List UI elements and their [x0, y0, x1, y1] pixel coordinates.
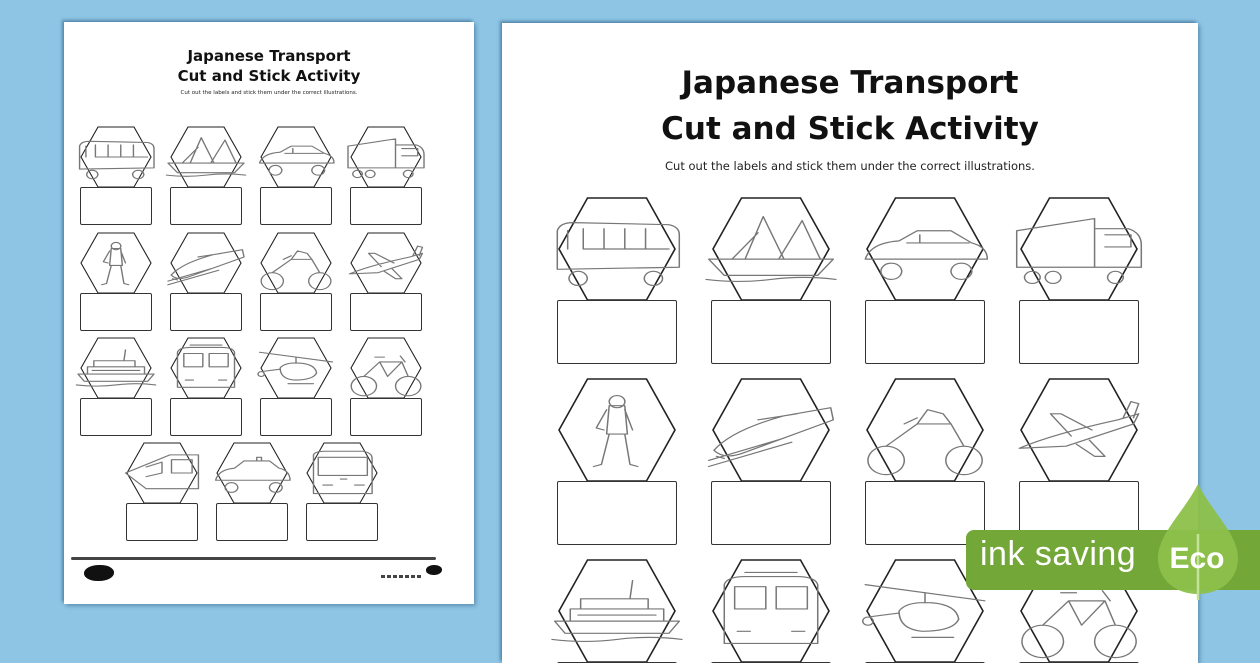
bullet-train-icon	[707, 407, 835, 468]
hexagon-frame	[124, 442, 200, 504]
hexagon-frame	[75, 337, 157, 399]
page-title-line2: Cut and Stick Activity	[177, 67, 361, 85]
motorbike-icon	[260, 250, 332, 291]
hexagon-frame	[1015, 197, 1143, 301]
fishing-boat-icon	[165, 137, 247, 177]
aeroplane-icon	[348, 245, 424, 280]
label-box	[170, 187, 242, 225]
worksheet-preview-small: Japanese Transport Cut and Stick Activit…	[64, 22, 474, 604]
hexagon-frame	[260, 232, 332, 294]
label-box	[350, 398, 422, 436]
instructions: Cut out the labels and stick them under …	[665, 159, 1035, 173]
hexagon-frame	[165, 126, 247, 188]
bus-icon	[556, 222, 681, 287]
camper-van-icon	[312, 450, 373, 495]
hexagon-frame	[214, 442, 291, 504]
train-icon	[124, 454, 200, 490]
bullet-train-icon	[167, 249, 245, 286]
sports-car-icon	[258, 145, 335, 176]
hexagon-frame	[170, 337, 242, 399]
label-box	[260, 187, 332, 225]
hexagon-frame	[551, 559, 683, 663]
label-box	[865, 481, 985, 545]
hexagon-frame	[1018, 378, 1140, 482]
label-box	[170, 398, 242, 436]
hexagon-frame	[348, 232, 424, 294]
label-box	[1019, 300, 1139, 364]
label-box	[80, 293, 152, 331]
lorry-icon	[1015, 217, 1143, 285]
leaf-icon	[1158, 484, 1238, 600]
hexagon-frame	[350, 337, 422, 399]
hexagon-frame	[347, 126, 425, 188]
page-title-line2: Cut and Stick Activity	[661, 111, 1039, 147]
eco-label: Eco	[1169, 542, 1225, 575]
walking-person-icon	[592, 394, 639, 468]
ink-saving-label: ink saving	[980, 535, 1137, 573]
page-title-line1: Japanese Transport	[681, 65, 1019, 101]
ferry-icon	[75, 349, 157, 387]
hexagon-frame	[558, 378, 676, 482]
label-box	[306, 503, 378, 541]
worksheet-preview-large: Japanese Transport Cut and Stick Activit…	[502, 23, 1198, 663]
walking-person-icon	[101, 241, 130, 286]
hexagon-frame	[712, 559, 830, 663]
label-box	[350, 293, 422, 331]
footer-text	[381, 575, 423, 578]
label-box	[80, 187, 152, 225]
hexagon-frame	[705, 197, 837, 301]
label-box	[711, 300, 831, 364]
hexagon-frame	[257, 337, 334, 399]
eco-logo-icon	[426, 565, 442, 575]
hexagon-frame	[80, 232, 152, 294]
taxi-icon	[214, 456, 291, 493]
hexagon-frame	[866, 378, 984, 482]
hexagon-frame	[167, 232, 245, 294]
label-box	[216, 503, 288, 541]
lorry-icon	[347, 138, 425, 179]
fishing-boat-icon	[705, 215, 837, 283]
ink-saving-eco-badge: ink saving Eco	[966, 480, 1260, 600]
sports-car-icon	[864, 230, 989, 280]
label-box	[557, 481, 677, 545]
helicopter-icon	[257, 351, 334, 385]
tram-icon	[176, 344, 236, 388]
label-box	[126, 503, 198, 541]
publisher-logo-icon	[84, 565, 114, 581]
label-box	[557, 300, 677, 364]
hexagon-frame	[78, 126, 155, 188]
aeroplane-icon	[1018, 401, 1140, 457]
helicopter-icon	[862, 584, 986, 638]
label-box	[865, 300, 985, 364]
label-box	[260, 293, 332, 331]
footer-rule	[71, 557, 436, 560]
motorbike-icon	[867, 409, 983, 476]
label-box	[170, 293, 242, 331]
label-box	[80, 398, 152, 436]
label-box	[350, 187, 422, 225]
hexagon-frame	[864, 197, 989, 301]
hexagon-frame	[556, 197, 681, 301]
label-box	[260, 398, 332, 436]
bus-icon	[78, 140, 155, 180]
hexagon-frame	[258, 126, 335, 188]
page-title-line1: Japanese Transport	[187, 47, 351, 65]
bicycle-icon	[350, 355, 422, 397]
instructions: Cut out the labels and stick them under …	[180, 90, 358, 96]
label-box	[711, 481, 831, 545]
hexagon-frame	[306, 442, 378, 504]
hexagon-frame	[707, 378, 835, 482]
